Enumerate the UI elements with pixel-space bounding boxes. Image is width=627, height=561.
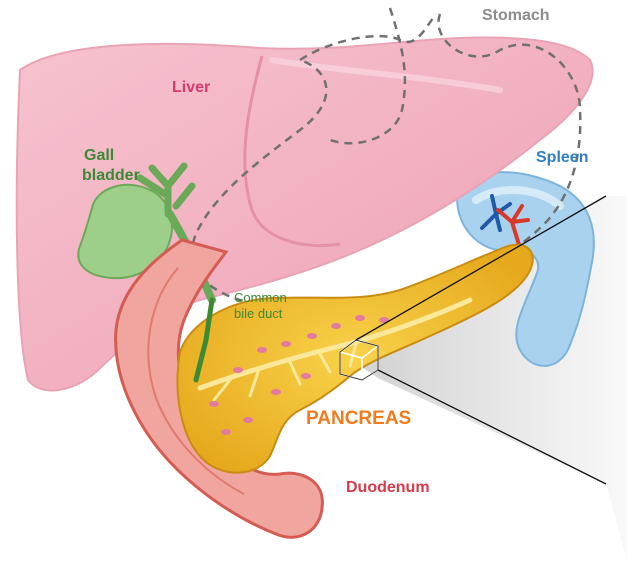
spleen-label: Spleen <box>536 149 588 166</box>
gall-bladder-label-line2: bladder <box>82 167 140 184</box>
liver-label: Liver <box>172 79 210 96</box>
common-bile-duct-label-line2: bile duct <box>234 306 283 321</box>
pancreas-label: PANCREAS <box>306 408 411 429</box>
duodenum-label: Duodenum <box>346 479 430 496</box>
common-bile-duct-label-line1: Common <box>234 290 287 305</box>
gall-bladder-label-line1: Gall <box>84 147 114 164</box>
stomach-label: Stomach <box>482 7 550 24</box>
